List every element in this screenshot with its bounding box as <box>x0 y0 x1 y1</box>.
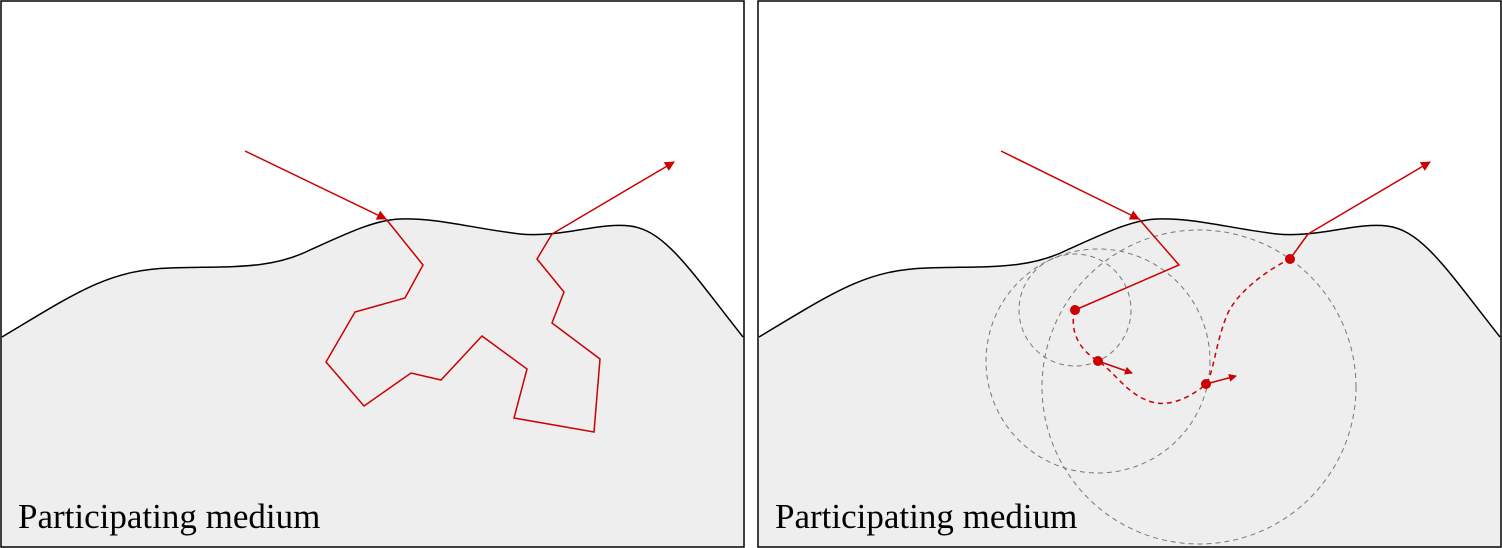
panel-label: Participating medium <box>775 497 1077 536</box>
sample-point-2 <box>1093 356 1103 366</box>
entry-path <box>1074 218 1181 311</box>
exit-ray <box>1307 161 1431 235</box>
random-walk-diagram: Participating medium <box>0 0 745 548</box>
sphere-medium <box>985 248 1211 474</box>
sphere-small <box>1018 253 1132 367</box>
walk-spheres <box>985 229 1357 545</box>
panel-sphere-walk: Participating medium <box>757 0 1502 548</box>
sample-point-4 <box>1285 254 1295 264</box>
panel-frame <box>757 0 1502 548</box>
sphere-large <box>1041 229 1357 545</box>
sample-point-1 <box>1070 305 1080 315</box>
sphere-step-path <box>1072 258 1291 405</box>
sample-point-3 <box>1201 379 1211 389</box>
panel-label: Participating medium <box>18 497 320 536</box>
medium-surface <box>1 218 744 338</box>
panel-frame <box>0 0 745 548</box>
panel-random-walk: Participating medium <box>0 0 745 548</box>
incident-ray <box>1000 150 1140 220</box>
exit-ray <box>551 161 675 235</box>
medium-region <box>759 218 1500 546</box>
direction-arrow-2 <box>1205 373 1237 385</box>
sphere-walk-diagram: Participating medium <box>757 0 1502 548</box>
exit-segment <box>1289 233 1309 260</box>
medium-region <box>2 218 743 546</box>
medium-surface <box>758 218 1501 338</box>
direction-arrow-1 <box>1097 360 1133 375</box>
scattering-path <box>325 218 601 433</box>
incident-ray <box>244 150 387 220</box>
